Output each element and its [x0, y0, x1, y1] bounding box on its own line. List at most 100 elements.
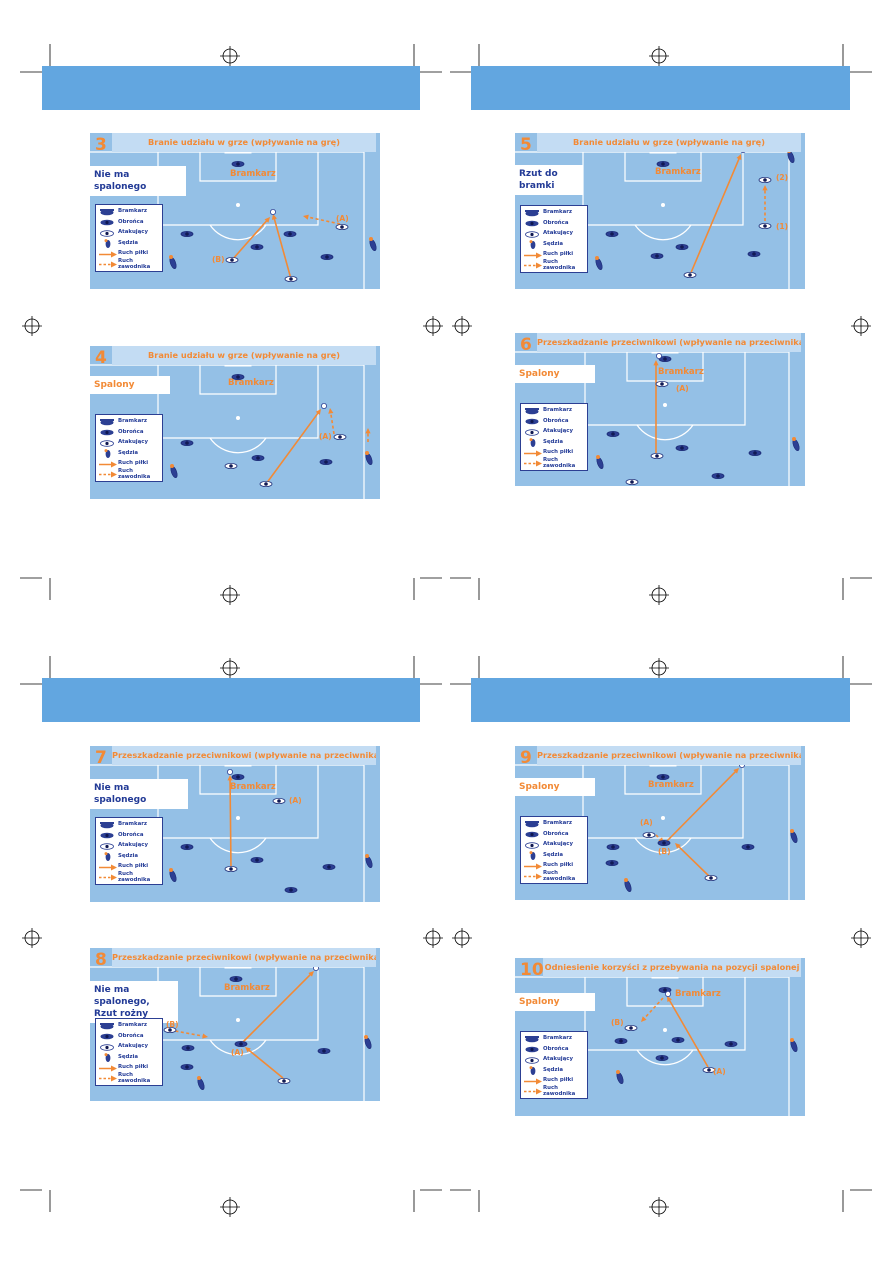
legend-label: Sędzia — [118, 1053, 139, 1060]
ball-move-arrow — [689, 154, 742, 276]
penalty-arc — [636, 1049, 694, 1066]
player-arrow-icon — [524, 1088, 542, 1095]
defender-icon — [657, 840, 671, 847]
penalty-spot — [236, 1018, 240, 1022]
registration-target — [452, 316, 472, 336]
penalty-spot — [236, 416, 240, 420]
legend-item: Atakujący — [98, 228, 160, 239]
referee-icon — [595, 256, 603, 271]
defender-icon — [675, 244, 689, 251]
player-label: (A) — [336, 214, 349, 223]
legend-item: Bramkarz — [523, 406, 585, 417]
attacker-icon — [259, 480, 273, 487]
defender-icon — [748, 450, 762, 457]
attacker-icon — [683, 271, 697, 278]
attacker-icon — [333, 434, 347, 441]
defender-icon — [655, 1055, 669, 1062]
diagram-panel-4: 4 Branie udziału w grze (wpływanie na gr… — [90, 346, 380, 499]
referee-icon — [529, 1066, 536, 1076]
referee-icon — [365, 854, 373, 869]
penalty-spot — [236, 203, 240, 207]
player-label: (A) — [319, 432, 332, 441]
player-label: (2) — [776, 173, 789, 182]
ball-move-arrow — [675, 843, 712, 879]
referee-icon — [596, 455, 604, 470]
player-arrow-icon — [524, 873, 542, 880]
legend-label: Ruch piłki — [118, 1064, 149, 1071]
legend-item: Obrońca — [98, 428, 160, 439]
defender-icon — [675, 445, 689, 452]
legend-label: Bramkarz — [543, 1035, 573, 1042]
defender-icon — [650, 253, 664, 260]
goalkeeper-label: Bramkarz — [224, 983, 270, 993]
verdict-label: Spalony — [90, 376, 170, 394]
player-arrow-icon — [99, 1075, 117, 1082]
attacker-icon — [272, 798, 286, 805]
goalkeeper-icon — [100, 821, 114, 829]
legend-label: Ruch piłki — [543, 1077, 574, 1084]
player-arrow-icon — [524, 262, 542, 269]
goalkeeper-icon — [525, 1035, 539, 1043]
legend-item: Ruch zawodnika — [523, 259, 585, 272]
legend-label: Obrońca — [543, 1045, 569, 1052]
ball-icon — [320, 403, 327, 410]
penalty-spot — [236, 816, 240, 820]
ball-move-arrow — [231, 217, 270, 261]
legend-item: Bramkarz — [523, 208, 585, 219]
legend-item: Bramkarz — [523, 819, 585, 830]
registration-target — [649, 658, 669, 678]
player-label: (B) — [166, 1020, 179, 1029]
panel-number: 5 — [520, 135, 532, 155]
defender-icon — [606, 844, 620, 851]
legend-item: Obrońca — [98, 831, 160, 842]
player-arrow-icon — [99, 874, 117, 881]
penalty-arc — [634, 837, 692, 854]
defender-icon — [724, 1041, 738, 1048]
attacker-icon — [642, 832, 656, 839]
player-label: (1) — [776, 222, 789, 231]
ball-icon — [655, 352, 662, 359]
ball-icon — [269, 209, 276, 216]
legend-item: Obrońca — [523, 830, 585, 841]
attacker-icon — [163, 1027, 177, 1034]
ball-arrow-icon — [524, 863, 542, 870]
referee-icon — [792, 437, 800, 452]
defender-icon — [614, 1038, 628, 1045]
player-arrow-icon — [524, 460, 542, 467]
registration-target — [851, 928, 871, 948]
penalty-area — [584, 977, 746, 1051]
diagram-panel-6: 6 Przeszkadzanie przeciwnikowi (wpływani… — [515, 333, 805, 486]
verdict-label: Rzut do bramki — [515, 165, 583, 195]
ball-arrow-icon — [524, 252, 542, 259]
registration-target — [649, 585, 669, 605]
referee-icon — [790, 1038, 798, 1053]
panel-number: 7 — [95, 748, 107, 768]
penalty-arc — [209, 437, 267, 454]
defender-icon — [525, 831, 539, 838]
panel-number: 6 — [520, 335, 532, 355]
legend-label: Ruch zawodnika — [543, 259, 576, 271]
legend-label: Bramkarz — [543, 820, 573, 827]
defender-icon — [181, 1045, 195, 1052]
registration-target — [220, 1197, 240, 1217]
goalkeeper-label: Bramkarz — [228, 378, 274, 388]
defender-icon — [284, 886, 298, 893]
defender-icon — [606, 431, 620, 438]
legend-item: Atakujący — [523, 1055, 585, 1066]
player-label: (A) — [713, 1067, 726, 1076]
legend-label: Obrońca — [118, 1032, 144, 1039]
registration-target — [423, 928, 443, 948]
registration-target — [220, 46, 240, 66]
panel-number: 4 — [95, 348, 107, 368]
ball-arrow-icon — [524, 450, 542, 457]
registration-target — [220, 658, 240, 678]
legend-label: Bramkarz — [543, 407, 573, 414]
legend-item: Ruch zawodnika — [98, 468, 160, 481]
legend-label: Bramkarz — [543, 209, 573, 216]
panel-number: 10 — [520, 960, 544, 980]
attacker-icon — [758, 223, 772, 230]
attacker-icon — [100, 230, 114, 237]
